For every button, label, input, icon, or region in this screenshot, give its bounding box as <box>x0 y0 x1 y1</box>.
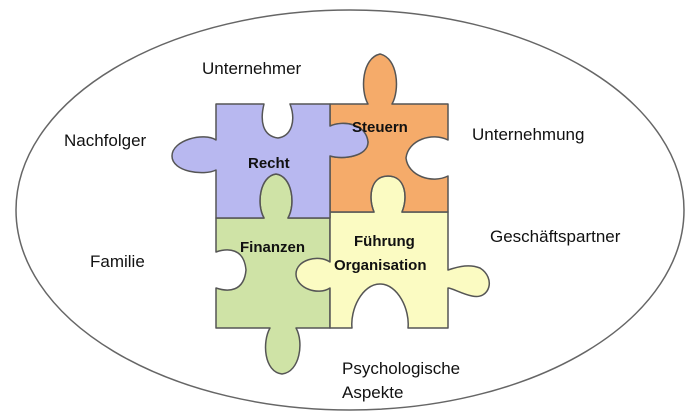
label-finanzen: Finanzen <box>240 239 306 256</box>
piece-recht <box>171 103 369 219</box>
label-unternehmung: Unternehmung <box>472 125 585 144</box>
outer-ellipse <box>15 9 685 411</box>
label-psychologische-line1: Psychologische <box>342 359 461 378</box>
label-fuehrung-line1: Führung <box>354 233 415 250</box>
label-geschaeftspartner: Geschäftspartner <box>490 227 621 246</box>
label-recht: Recht <box>248 155 290 172</box>
label-familie: Familie <box>90 252 145 271</box>
label-steuern: Steuern <box>352 119 408 136</box>
label-fuehrung-line2: Organisation <box>334 257 427 274</box>
label-psychologische-line2: Aspekte <box>342 383 404 402</box>
label-unternehmer: Unternehmer <box>202 59 302 78</box>
label-nachfolger: Nachfolger <box>64 131 147 150</box>
